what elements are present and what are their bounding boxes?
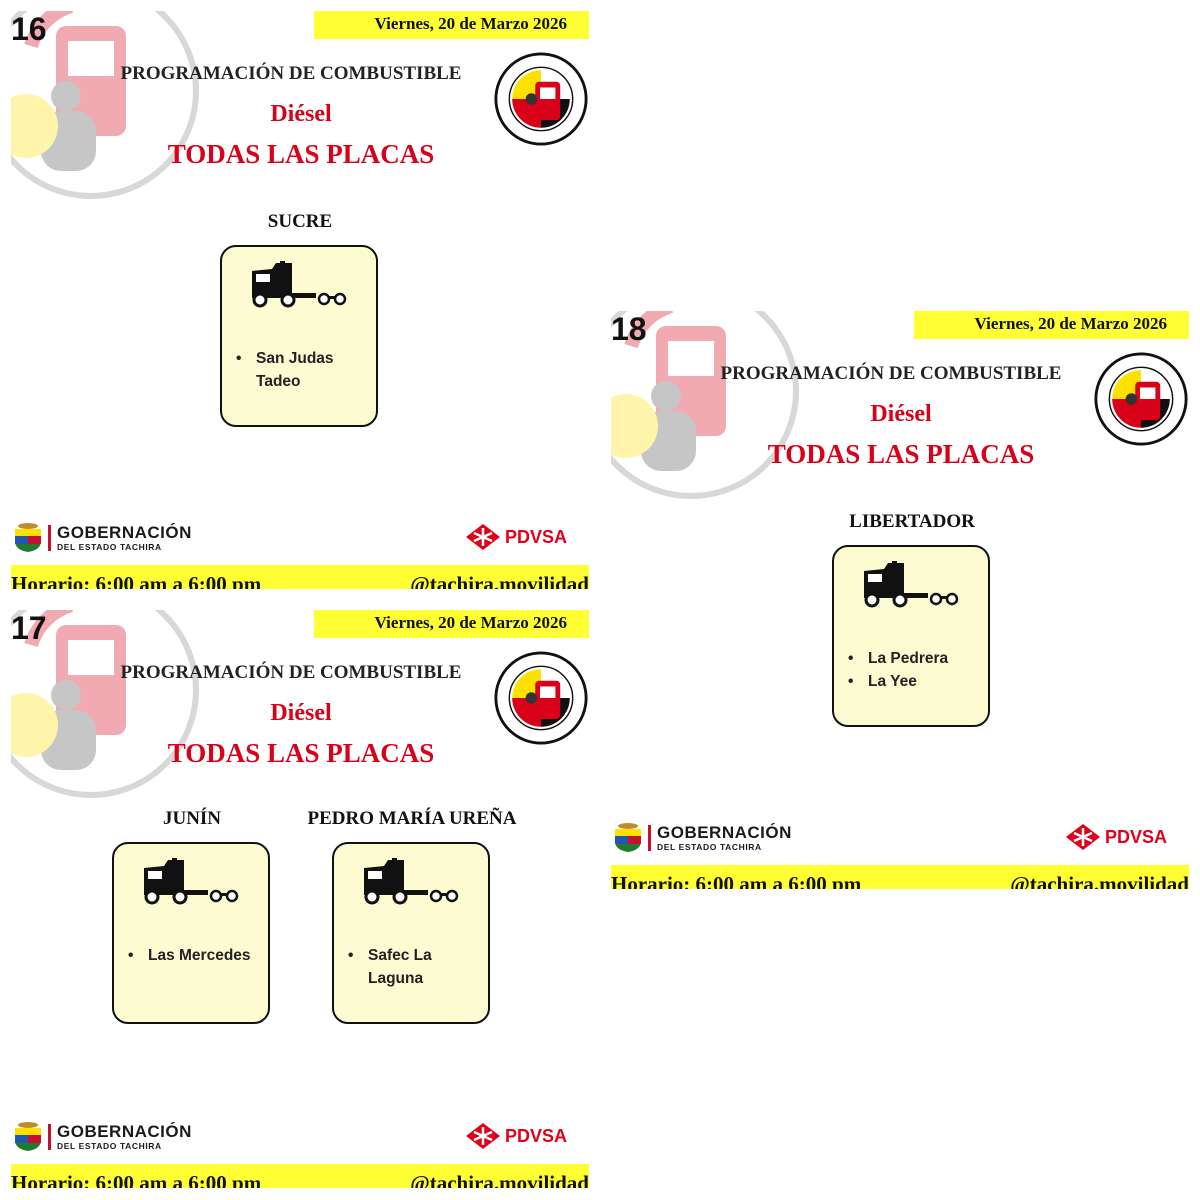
date-text: Viernes, 20 de Marzo 2026 bbox=[974, 314, 1167, 333]
gobernacion-logo: GOBERNACIÓN DEL ESTADO TACHIRA bbox=[11, 1122, 231, 1152]
location-card: Safec La Laguna bbox=[332, 842, 490, 1024]
pdvsa-logo: PDVSA bbox=[1065, 823, 1189, 851]
municipality-name: SUCRE bbox=[267, 211, 333, 232]
divider bbox=[48, 1124, 51, 1150]
plates-heading: TODAS LAS PLACAS bbox=[167, 738, 435, 768]
movilidad-seal-icon bbox=[494, 52, 588, 146]
location-list: Las Mercedes bbox=[128, 944, 258, 967]
pdvsa-logo-icon bbox=[466, 524, 500, 550]
date-banner: Viernes, 20 de Marzo 2026 bbox=[314, 610, 589, 638]
panel-number: 16 bbox=[11, 11, 47, 47]
divider bbox=[48, 525, 51, 551]
tachira-shield-icon bbox=[615, 823, 641, 852]
gobernacion-title: GOBERNACIÓN bbox=[57, 1122, 192, 1141]
municipality-sucre: SUCRE San Judas Tadeo bbox=[220, 211, 380, 427]
municipality-name: JUNÍN bbox=[162, 808, 222, 829]
fuel-pump-watermark-icon bbox=[11, 11, 199, 199]
municipality-pedro-maria-urena: PEDRO MARÍA UREÑA Safec La Laguna bbox=[308, 808, 517, 1024]
pdvsa-logo-icon bbox=[1066, 824, 1100, 850]
hours-text: Horario: 6:00 am a 6:00 pm bbox=[11, 572, 262, 589]
pdvsa-text: PDVSA bbox=[505, 527, 568, 547]
location-list: Safec La Laguna bbox=[348, 944, 478, 990]
date-banner: Viernes, 20 de Marzo 2026 bbox=[914, 311, 1189, 339]
location-item: La Yee bbox=[848, 670, 978, 693]
truck-icon bbox=[864, 561, 959, 608]
plates-heading: TODAS LAS PLACAS bbox=[167, 139, 435, 169]
pdvsa-text: PDVSA bbox=[1105, 827, 1168, 847]
schedule-panel-18: 18 Viernes, 20 de Marzo 2026 PROGRAMACIÓ… bbox=[611, 311, 1189, 889]
hours-text: Horario: 6:00 am a 6:00 pm bbox=[611, 872, 862, 889]
panel-number: 17 bbox=[11, 610, 47, 646]
gobernacion-title: GOBERNACIÓN bbox=[657, 823, 792, 842]
footer-banner: Horario: 6:00 am a 6:00 pm @tachira.movi… bbox=[11, 565, 589, 589]
location-item: La Pedrera bbox=[848, 647, 978, 670]
gobernacion-title: GOBERNACIÓN bbox=[57, 523, 192, 542]
location-item: Safec La Laguna bbox=[348, 944, 478, 990]
divider bbox=[648, 825, 651, 851]
gobernacion-subtitle: DEL ESTADO TACHIRA bbox=[57, 1141, 162, 1151]
fuel-type: Diésel bbox=[870, 401, 932, 427]
location-card: San Judas Tadeo bbox=[220, 245, 378, 427]
date-banner: Viernes, 20 de Marzo 2026 bbox=[314, 11, 589, 39]
location-card: La Pedrera La Yee bbox=[832, 545, 990, 727]
social-handle: @tachira.movilidad bbox=[1010, 872, 1189, 889]
pdvsa-logo: PDVSA bbox=[465, 523, 589, 551]
program-title: PROGRAMACIÓN DE COMBUSTIBLE bbox=[720, 363, 1062, 384]
location-item: Las Mercedes bbox=[128, 944, 258, 967]
movilidad-seal-icon bbox=[494, 651, 588, 745]
movilidad-seal-icon bbox=[1094, 352, 1188, 446]
hours-text: Horario: 6:00 am a 6:00 pm bbox=[11, 1171, 262, 1188]
social-handle: @tachira.movilidad bbox=[410, 572, 589, 589]
fuel-pump-watermark-icon bbox=[611, 311, 799, 499]
footer-banner: Horario: 6:00 am a 6:00 pm @tachira.movi… bbox=[611, 865, 1189, 889]
location-list: San Judas Tadeo bbox=[236, 347, 366, 393]
fuel-pump-watermark-icon bbox=[11, 610, 199, 798]
footer-banner: Horario: 6:00 am a 6:00 pm @tachira.movi… bbox=[11, 1164, 589, 1188]
location-list: La Pedrera La Yee bbox=[848, 647, 978, 693]
truck-icon bbox=[252, 261, 347, 308]
location-card: Las Mercedes bbox=[112, 842, 270, 1024]
municipality-libertador: LIBERTADOR La Pedrera La Yee bbox=[832, 511, 992, 727]
date-text: Viernes, 20 de Marzo 2026 bbox=[374, 613, 567, 632]
date-text: Viernes, 20 de Marzo 2026 bbox=[374, 14, 567, 33]
program-title: PROGRAMACIÓN DE COMBUSTIBLE bbox=[120, 63, 462, 84]
fuel-type: Diésel bbox=[270, 700, 332, 726]
pdvsa-logo-icon bbox=[466, 1123, 500, 1149]
gobernacion-logo: GOBERNACIÓN DEL ESTADO TACHIRA bbox=[611, 823, 831, 853]
schedule-panel-16: 16 Viernes, 20 de Marzo 2026 PROGRAMACIÓ… bbox=[11, 11, 589, 589]
plates-heading: TODAS LAS PLACAS bbox=[767, 439, 1035, 469]
gobernacion-logo: GOBERNACIÓN DEL ESTADO TACHIRA bbox=[11, 523, 231, 553]
pdvsa-text: PDVSA bbox=[505, 1126, 568, 1146]
fuel-type: Diésel bbox=[270, 101, 332, 127]
truck-icon bbox=[364, 858, 459, 905]
schedule-panel-17: 17 Viernes, 20 de Marzo 2026 PROGRAMACIÓ… bbox=[11, 610, 589, 1188]
social-handle: @tachira.movilidad bbox=[410, 1171, 589, 1188]
municipality-junin: JUNÍN Las Mercedes bbox=[112, 808, 272, 1024]
gobernacion-subtitle: DEL ESTADO TACHIRA bbox=[57, 542, 162, 552]
panel-number: 18 bbox=[611, 311, 647, 347]
pdvsa-logo: PDVSA bbox=[465, 1122, 589, 1150]
municipality-name: PEDRO MARÍA UREÑA bbox=[307, 808, 517, 829]
location-item: San Judas Tadeo bbox=[236, 347, 366, 393]
truck-icon bbox=[144, 858, 239, 905]
municipality-name: LIBERTADOR bbox=[849, 511, 975, 532]
tachira-shield-icon bbox=[15, 1122, 41, 1151]
gobernacion-subtitle: DEL ESTADO TACHIRA bbox=[657, 842, 762, 852]
program-title: PROGRAMACIÓN DE COMBUSTIBLE bbox=[120, 662, 462, 683]
tachira-shield-icon bbox=[15, 523, 41, 552]
